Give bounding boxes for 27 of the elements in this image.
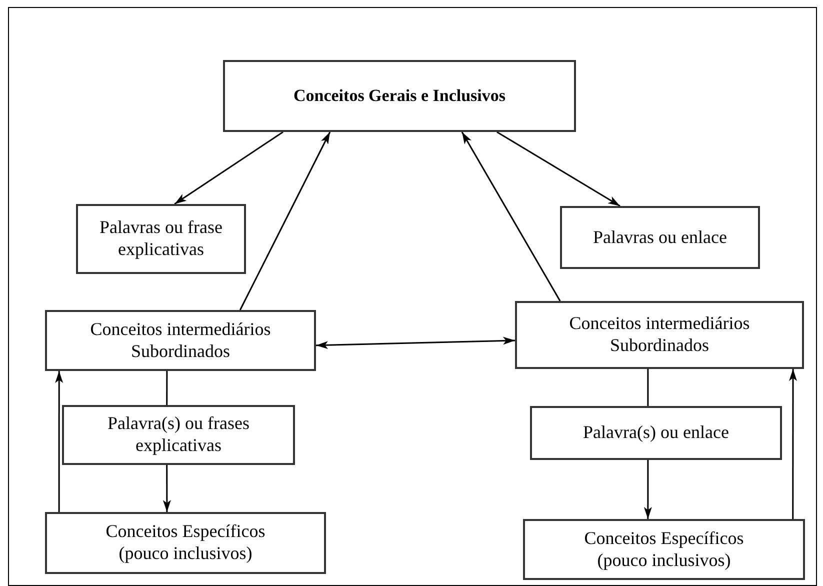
concept-box [515, 301, 804, 369]
concept-text: Palavra(s) ou enlace [583, 422, 729, 444]
arrow [239, 132, 331, 310]
concept-text: Conceitos intermediários Subordinados [89, 318, 272, 362]
concept-box [523, 519, 805, 580]
concept-box [560, 206, 760, 269]
arrow [316, 336, 516, 350]
concept-text: Palavras ou enlace [593, 226, 727, 248]
arrow [55, 371, 64, 512]
arrow [174, 131, 284, 205]
arrow [496, 131, 620, 207]
arrow [461, 132, 561, 302]
concept-box [45, 310, 316, 371]
concept-text: Conceitos Específicos (pouco inclusivos) [583, 528, 745, 572]
concept-box [76, 204, 246, 274]
concept-text: Conceitos intermediários Subordinados [568, 313, 751, 357]
arrow [789, 369, 797, 519]
concept-text: Palavra(s) ou frases explicativas [106, 413, 250, 457]
concept-text: Conceitos Gerais e Inclusivos [293, 86, 506, 106]
concept-box [530, 406, 782, 460]
concept-text: Palavras ou frase explicativas [98, 217, 224, 261]
concept-box [223, 60, 576, 132]
concept-text: Conceitos Específicos (pouco inclusivos) [104, 521, 266, 565]
concept-box [45, 512, 326, 574]
arrow [162, 465, 171, 512]
arrow [644, 460, 652, 519]
concept-box [62, 405, 295, 465]
